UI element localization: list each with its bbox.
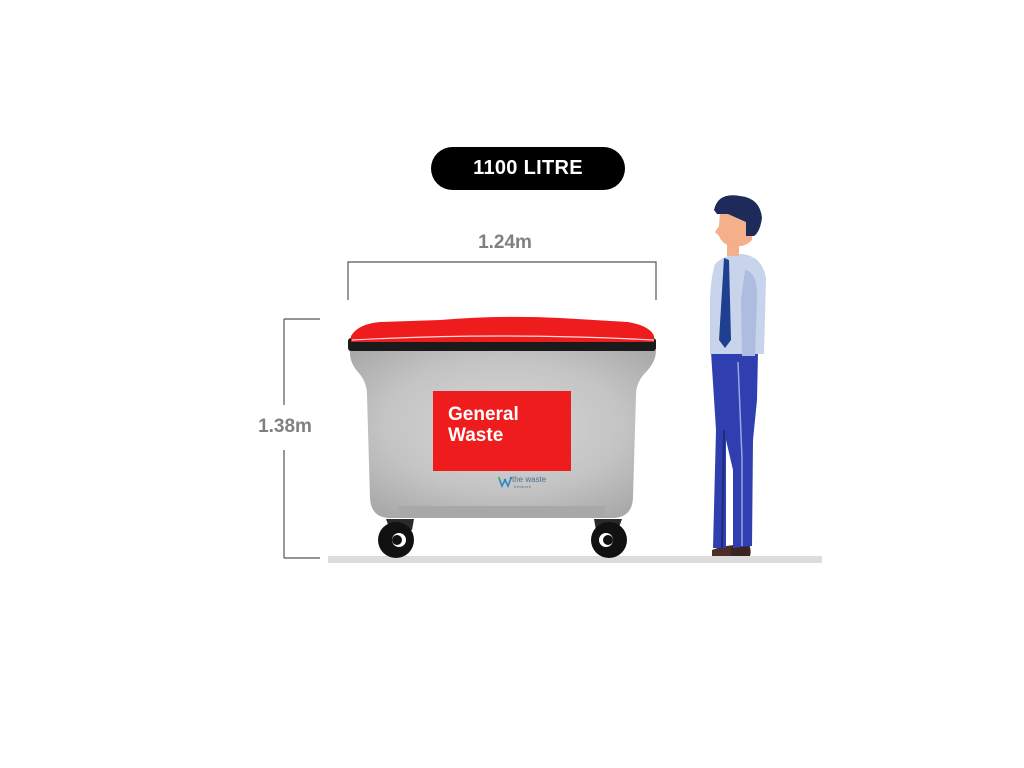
bin-wheel-right <box>591 519 627 558</box>
brand-logo: the waste network <box>498 474 568 492</box>
network-logo-icon <box>498 476 512 488</box>
height-dimension-bracket <box>283 318 320 559</box>
height-dimension-label: 1.38m <box>258 416 312 437</box>
brand-name: the waste <box>512 475 547 484</box>
width-dimension-bracket <box>347 261 657 300</box>
capacity-badge: 1100 LITRE <box>431 147 625 190</box>
ground-line <box>328 556 822 563</box>
bin-sign-line2: Waste <box>448 425 504 446</box>
person-figure <box>710 195 766 556</box>
bin-sign-line1: General <box>448 404 519 425</box>
bin-lid <box>351 316 654 342</box>
bin-wheel-left <box>378 519 414 558</box>
bin-sign: General Waste <box>433 391 571 471</box>
width-dimension-label: 1.24m <box>478 232 532 253</box>
brand-subtitle: network <box>514 484 532 489</box>
